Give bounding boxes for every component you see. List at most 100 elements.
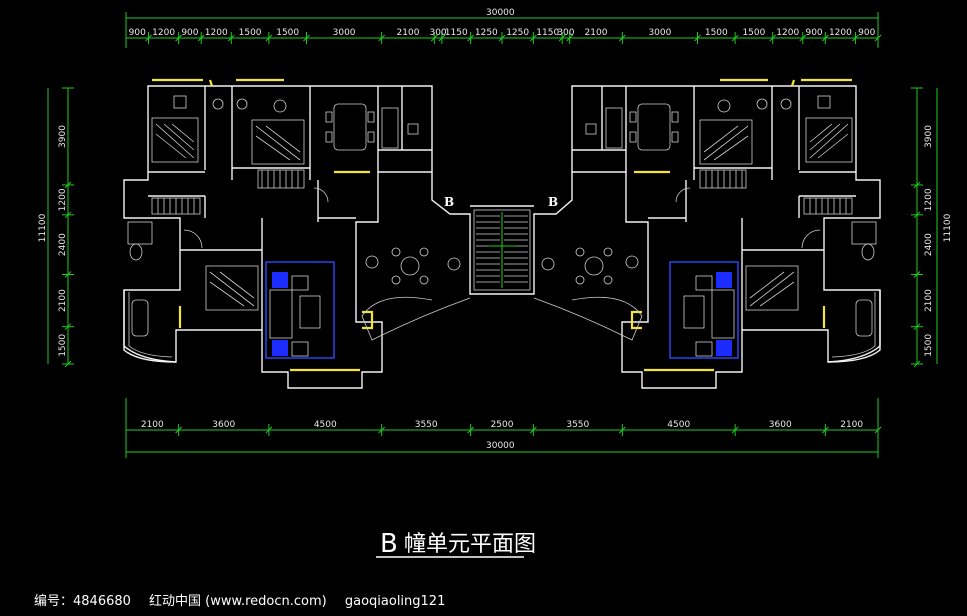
dim-slash bbox=[913, 211, 921, 219]
dimension-label: 1200 bbox=[205, 28, 228, 38]
dim-slash bbox=[438, 34, 446, 42]
dim-slash bbox=[64, 360, 72, 368]
dim-slash bbox=[558, 34, 566, 42]
dim-slash bbox=[874, 426, 882, 434]
left-unit-plan bbox=[123, 78, 433, 389]
dim-slash bbox=[467, 426, 475, 434]
dim-slash bbox=[694, 34, 701, 42]
dim-slash bbox=[913, 271, 921, 278]
dim-slash bbox=[197, 34, 205, 42]
side-dimension-label: 1200 bbox=[58, 188, 68, 211]
dimension-label: 1150 bbox=[536, 28, 559, 38]
dimension-label: 300 bbox=[429, 28, 446, 38]
dim-slash bbox=[303, 34, 310, 42]
dimension-label: 1500 bbox=[239, 28, 262, 38]
side-dimension-label: 2100 bbox=[924, 289, 934, 312]
dimension-label: 3600 bbox=[769, 420, 792, 430]
dim-slash bbox=[265, 34, 273, 42]
dim-slash bbox=[175, 426, 182, 434]
dimension-label: 1500 bbox=[705, 28, 728, 38]
dim-slash bbox=[227, 34, 235, 42]
dimension-label: 4500 bbox=[667, 420, 690, 430]
dimension-label: 3550 bbox=[566, 420, 589, 430]
dim-slash bbox=[913, 181, 921, 189]
stair-mark-right: B bbox=[548, 195, 558, 209]
dimension-label: 2100 bbox=[141, 420, 164, 430]
dim-slash bbox=[618, 34, 626, 42]
stair-core bbox=[361, 172, 643, 341]
dimension-label: 1500 bbox=[742, 28, 765, 38]
dimension-label: 900 bbox=[129, 28, 146, 38]
dim-slash bbox=[64, 323, 72, 331]
dimension-label: 2100 bbox=[397, 28, 420, 38]
dimension-label: 4500 bbox=[314, 420, 337, 430]
dimension-label: 300 bbox=[557, 28, 574, 38]
dim-slash bbox=[913, 323, 921, 331]
footer-id: 编号：4846680 bbox=[34, 594, 131, 609]
bottom-dimension-lines bbox=[125, 398, 882, 458]
dim-slash bbox=[799, 34, 807, 42]
dim-slash bbox=[64, 271, 72, 278]
dim-slash bbox=[378, 426, 386, 434]
dim-slash bbox=[529, 34, 537, 42]
side-dimension-label: 2400 bbox=[924, 233, 934, 256]
dim-slash bbox=[566, 34, 574, 42]
dimension-label: 1500 bbox=[276, 28, 299, 38]
dimension-label: 2100 bbox=[840, 420, 863, 430]
entry-furniture bbox=[365, 247, 639, 285]
right-dimension-lines bbox=[911, 87, 938, 368]
dim-slash bbox=[467, 34, 475, 42]
footer-author: gaoqiaoling121 bbox=[344, 594, 446, 609]
dimension-label: 1150 bbox=[445, 28, 468, 38]
side-dimension-label: 3900 bbox=[58, 125, 68, 148]
dim-slash bbox=[822, 34, 829, 42]
dimension-label: 1250 bbox=[506, 28, 529, 38]
dimension-label: 1200 bbox=[152, 28, 175, 38]
side-dimension-label: 1200 bbox=[924, 188, 934, 211]
drawing-title-text: 幢单元平面图 bbox=[404, 532, 536, 557]
dimension-label: 1200 bbox=[776, 28, 799, 38]
top-overall-dimension: 30000 bbox=[486, 8, 515, 18]
dim-slash bbox=[378, 34, 386, 42]
dimension-label: 900 bbox=[181, 28, 198, 38]
bottom-overall-dimension: 30000 bbox=[486, 441, 515, 451]
dim-slash bbox=[145, 34, 152, 42]
dim-slash bbox=[731, 34, 739, 42]
dimension-label: 3000 bbox=[333, 28, 356, 38]
dimension-label: 1250 bbox=[475, 28, 498, 38]
dim-slash bbox=[498, 34, 506, 42]
left-overall-dimension: 11100 bbox=[38, 213, 48, 242]
stair-mark-left: B bbox=[444, 195, 454, 209]
drawing-title-letter: B bbox=[380, 529, 398, 559]
side-dimension-label: 2400 bbox=[58, 233, 68, 256]
dim-slash bbox=[265, 426, 273, 434]
dim-slash bbox=[769, 34, 777, 42]
left-dimension-lines bbox=[47, 87, 74, 368]
side-dimension-label: 2100 bbox=[58, 289, 68, 312]
dim-slash bbox=[529, 426, 537, 434]
dimension-label: 900 bbox=[805, 28, 822, 38]
dimension-label: 900 bbox=[858, 28, 875, 38]
dim-slash bbox=[618, 426, 626, 434]
right-overall-dimension: 11100 bbox=[943, 213, 953, 242]
side-dimension-label: 3900 bbox=[924, 125, 934, 148]
dim-slash bbox=[430, 34, 438, 42]
dim-slash bbox=[64, 211, 72, 219]
dim-slash bbox=[913, 360, 921, 368]
dim-slash bbox=[64, 181, 72, 189]
footer-site: 红动中国 (www.redocn.com) bbox=[149, 594, 327, 609]
dimension-label: 1200 bbox=[829, 28, 852, 38]
dimension-label: 3600 bbox=[212, 420, 235, 430]
dimension-label: 3000 bbox=[648, 28, 671, 38]
dim-slash bbox=[822, 426, 829, 434]
dimension-label: 2500 bbox=[491, 420, 514, 430]
side-dimension-label: 1500 bbox=[924, 334, 934, 357]
top-dimension-lines bbox=[125, 12, 882, 48]
dim-slash bbox=[175, 34, 182, 42]
dimension-label: 2100 bbox=[585, 28, 608, 38]
dim-slash bbox=[852, 34, 859, 42]
side-dimension-label: 1500 bbox=[58, 334, 68, 357]
footer: 编号：4846680 红动中国 (www.redocn.com) gaoqiao… bbox=[34, 590, 459, 609]
dim-slash bbox=[731, 426, 739, 434]
